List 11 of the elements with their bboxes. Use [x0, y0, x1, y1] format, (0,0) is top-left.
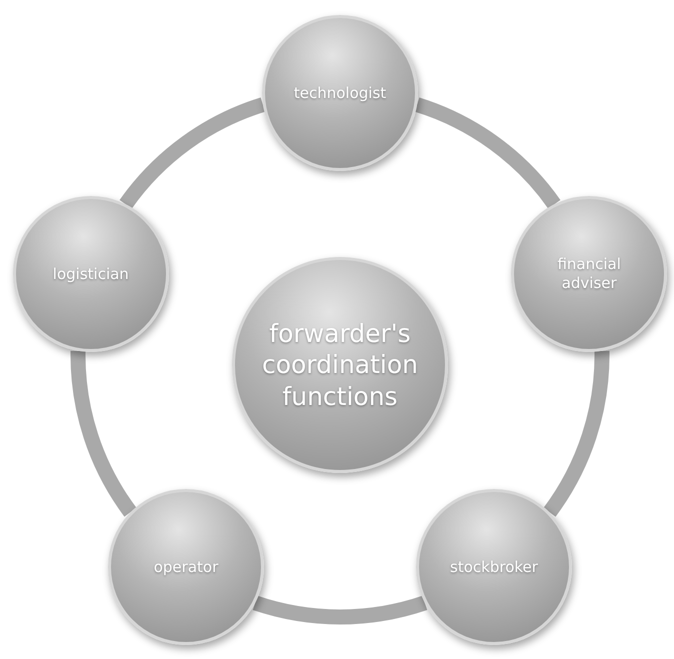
ring-connector — [70, 350, 137, 516]
node-label: operator — [154, 558, 218, 576]
node-label: forwarder's coordination functions — [260, 318, 420, 412]
node-label: logistician — [52, 264, 129, 284]
ring-connector — [414, 98, 560, 209]
ring-connector — [120, 98, 266, 209]
node-label: technologist — [294, 84, 386, 102]
ring-connector — [543, 350, 610, 516]
ring-connector — [253, 596, 427, 624]
node-label: financial adviser — [556, 255, 622, 293]
node-label: stockbroker — [450, 558, 538, 576]
